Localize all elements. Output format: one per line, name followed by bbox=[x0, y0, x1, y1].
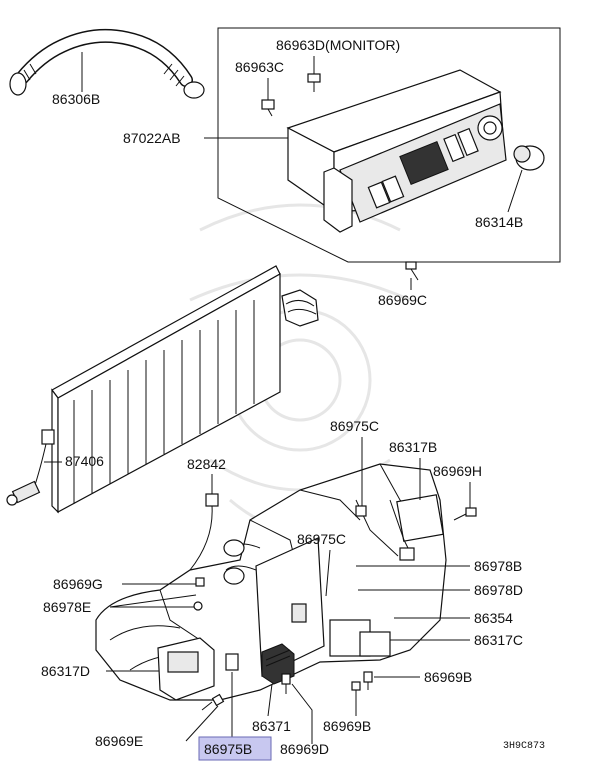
callout-86963C[interactable]: 86963C bbox=[235, 59, 284, 75]
callout-86978D[interactable]: 86978D bbox=[474, 582, 523, 598]
callout-86978B[interactable]: 86978B bbox=[474, 558, 522, 574]
callout-86354[interactable]: 86354 bbox=[474, 610, 513, 626]
hose-part[interactable] bbox=[9, 28, 205, 99]
callout-87406[interactable]: 87406 bbox=[65, 453, 104, 469]
callout-87022AB[interactable]: 87022AB bbox=[123, 130, 181, 146]
callout-86963D[interactable]: 86963D(MONITOR) bbox=[276, 37, 400, 53]
screw-86969E[interactable] bbox=[201, 693, 225, 711]
evaporator-core[interactable] bbox=[41, 265, 319, 514]
callout-86969B-right[interactable]: 86969B bbox=[424, 669, 472, 685]
screw-86969H[interactable] bbox=[453, 507, 477, 521]
callout-86317C[interactable]: 86317C bbox=[474, 632, 523, 648]
callout-86969B-lower[interactable]: 86969B bbox=[323, 718, 371, 734]
motor-86317D[interactable] bbox=[157, 637, 239, 701]
diagram-code: 3H9C873 bbox=[503, 741, 545, 752]
callout-86306B[interactable]: 86306B bbox=[52, 91, 100, 107]
callout-86969E[interactable]: 86969E bbox=[95, 733, 143, 749]
callout-86975C-mid[interactable]: 86975C bbox=[297, 531, 346, 547]
callout-86317D[interactable]: 86317D bbox=[41, 663, 90, 679]
callout-86314B[interactable]: 86314B bbox=[475, 214, 523, 230]
screw-86969C[interactable] bbox=[405, 261, 419, 281]
control-panel-box bbox=[217, 27, 561, 263]
callout-86975B[interactable]: 86975B bbox=[204, 741, 252, 757]
callout-86371[interactable]: 86371 bbox=[252, 718, 291, 734]
callout-86969D[interactable]: 86969D bbox=[280, 741, 329, 757]
screw-86969D[interactable] bbox=[281, 673, 291, 694]
callout-86975C-top[interactable]: 86975C bbox=[330, 418, 379, 434]
callout-82842[interactable]: 82842 bbox=[187, 456, 226, 472]
screw-86969B-right[interactable] bbox=[363, 671, 373, 690]
ac-control-unit[interactable] bbox=[286, 69, 507, 233]
callout-86969H[interactable]: 86969H bbox=[433, 463, 482, 479]
knob-86314B[interactable] bbox=[513, 145, 545, 171]
callout-86317B[interactable]: 86317B bbox=[389, 439, 437, 455]
screw-86963D[interactable] bbox=[307, 73, 321, 92]
hvac-unit-housing[interactable] bbox=[95, 463, 447, 701]
highlight-box bbox=[198, 736, 272, 761]
clip-86978E[interactable] bbox=[193, 601, 203, 611]
screw-86969G[interactable] bbox=[195, 577, 205, 587]
callout-86969G[interactable]: 86969G bbox=[53, 576, 103, 592]
screw-86969B-lower[interactable] bbox=[351, 681, 361, 700]
callout-86969C[interactable]: 86969C bbox=[378, 292, 427, 308]
sensor-plug[interactable] bbox=[6, 443, 47, 506]
screw-86963C[interactable] bbox=[261, 99, 275, 117]
callout-86978E[interactable]: 86978E bbox=[43, 599, 91, 615]
